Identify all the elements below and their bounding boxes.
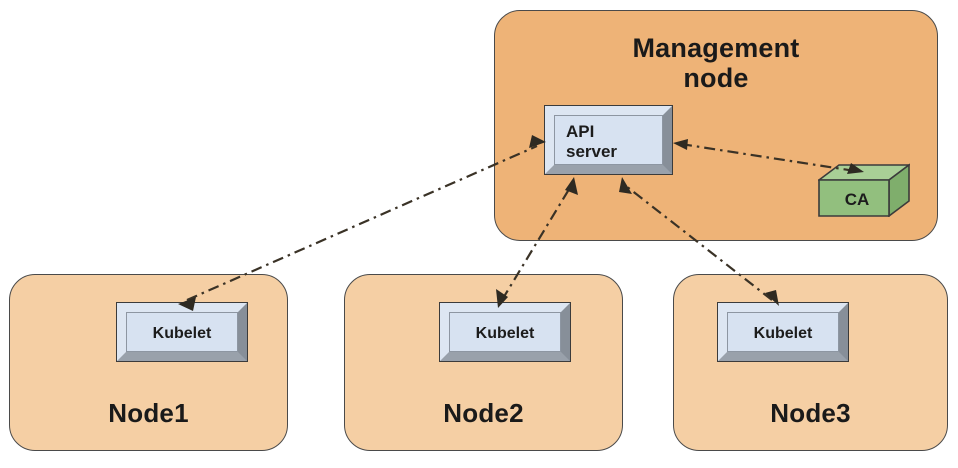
worker-node-2-label: Node2: [443, 397, 524, 428]
management-node-label: Management node: [632, 33, 800, 94]
kubelet-inner-face-node2: Kubelet: [449, 312, 561, 352]
api-server-label: API server: [566, 122, 618, 161]
kubelet-label-node3: Kubelet: [753, 325, 813, 342]
api-server-box[interactable]: API server: [544, 105, 673, 175]
worker-node-3-container: Node3: [673, 274, 948, 451]
kubelet-label-node1: Kubelet: [152, 325, 212, 342]
kubelet-inner-face-node1: Kubelet: [126, 312, 238, 352]
kubelet-box-node2[interactable]: Kubelet: [439, 302, 571, 362]
worker-node-3-label: Node3: [770, 397, 851, 428]
api-server-inner-face: API server: [554, 115, 663, 165]
worker-node-1-label: Node1: [108, 397, 189, 428]
worker-node-2-container: Node2: [344, 274, 623, 451]
kubelet-label-node2: Kubelet: [475, 325, 535, 342]
kubelet-box-node1[interactable]: Kubelet: [116, 302, 248, 362]
worker-node-1-container: Node1: [9, 274, 288, 451]
kubelet-box-node3[interactable]: Kubelet: [717, 302, 849, 362]
kubelet-inner-face-node3: Kubelet: [727, 312, 839, 352]
ca-box-shape: [818, 163, 910, 217]
ca-box[interactable]: CA: [818, 163, 910, 217]
